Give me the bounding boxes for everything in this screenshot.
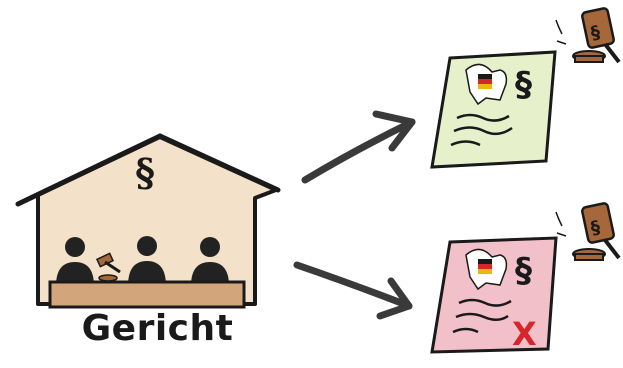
valid-document — [430, 50, 557, 169]
gavel-symbol-top: § — [589, 22, 602, 44]
arrow-down — [293, 261, 413, 320]
judge-right — [191, 237, 229, 286]
reject-mark: X — [512, 315, 537, 353]
court-building-roof — [15, 133, 281, 207]
court-building — [15, 133, 281, 309]
document-symbol-top: § — [515, 65, 532, 105]
judge-left — [56, 237, 94, 286]
gavel-symbol-bottom: § — [589, 217, 602, 239]
arrow-up — [301, 110, 416, 184]
judge-center — [128, 236, 166, 286]
eagle-icon — [465, 248, 508, 291]
bench-gavel-icon — [95, 252, 121, 282]
judges-bench — [48, 280, 246, 309]
court-label: Gericht — [81, 308, 234, 349]
building-symbol: § — [135, 150, 155, 195]
invalid-document — [430, 236, 558, 354]
eagle-icon — [465, 63, 508, 106]
document-symbol-bottom: § — [515, 251, 532, 291]
gavel-icon-bottom — [555, 202, 621, 261]
gavel-icon-top — [555, 7, 621, 64]
